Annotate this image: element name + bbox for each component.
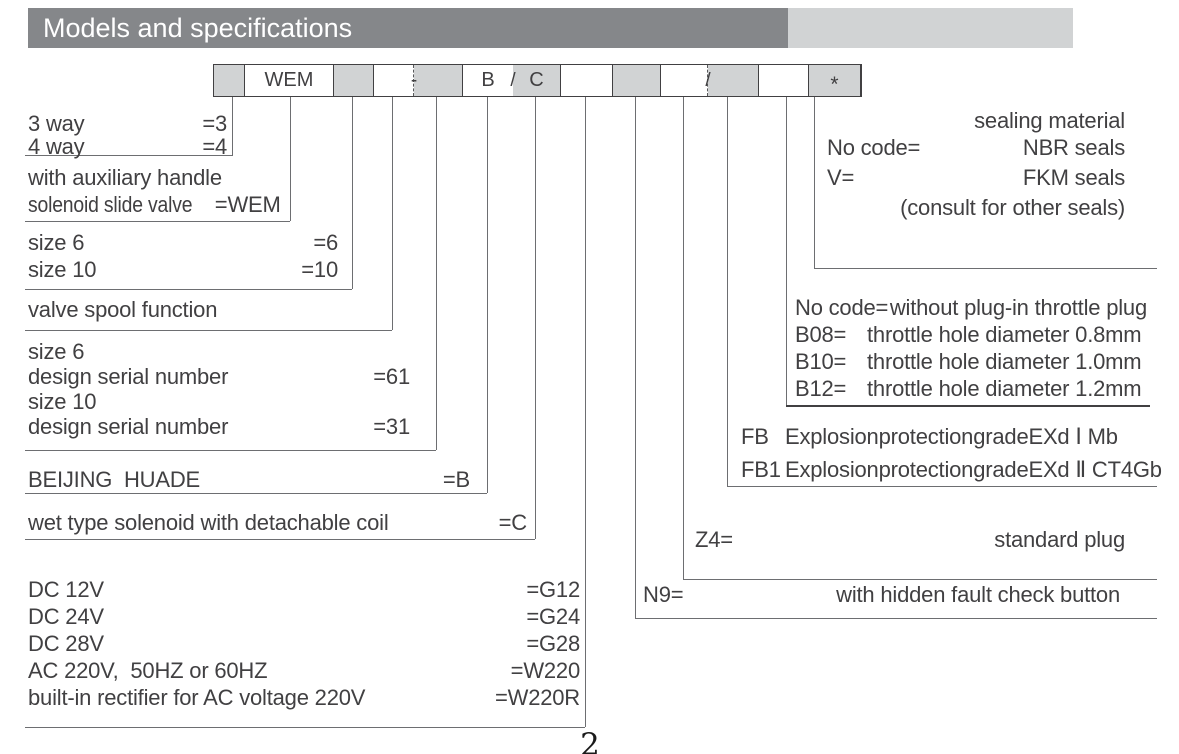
option-row: 3 way=3 [28,111,227,136]
leader-line [635,97,636,618]
model-code-row: WEM B C * - / / [213,64,862,97]
option-row: with auxiliary handle [28,165,222,190]
section-throttle: No code=without plug-in throttle plug B0… [795,297,1147,405]
slash-separator: / [705,69,711,91]
section-underline [25,493,487,494]
section-underline [25,450,436,451]
option-row: AC 220V, 50HZ or 60HZ=W220 [28,658,580,683]
section-brand: BEIJING HUADE=B [28,469,470,491]
leader-line [290,97,291,221]
option-row: No code=without plug-in throttle plug [795,295,1147,320]
leader-line [786,97,787,406]
option-row: DC 12V=G12 [28,577,580,602]
option-row: valve spool function [28,297,218,322]
leader-line [232,97,233,155]
option-row: V=FKM seals [827,165,1125,190]
code-cell-c: C [513,65,561,96]
code-cell [374,65,414,96]
option-row: solenoid slide valve=WEM [28,192,281,217]
code-cell [214,65,245,96]
code-cell [334,65,374,96]
section-spool: valve spool function [28,299,392,321]
star-mark: * [830,73,839,96]
leader-line [535,97,536,539]
header-bar-light-segment [788,8,1073,48]
section-title: sealing material [974,108,1125,133]
section-coil: wet type solenoid with detachable coil=C [28,512,527,534]
option-row: N9=with hidden fault check button [643,582,1120,607]
code-cell-b: B [481,69,495,91]
option-row: B08=throttle hole diameter 0.8mm [795,322,1142,347]
header-bar: Models and specifications [28,8,788,48]
page-title: Models and specifications [43,12,353,43]
code-cell [708,65,759,96]
option-row: design serial number=61 [28,364,410,389]
option-row: wet type solenoid with detachable coil=C [28,510,527,535]
section-serial: size 6 design serial number=61 size 10 d… [28,341,410,441]
leader-line [727,97,728,486]
section-ways: 3 way=3 4 way=4 [28,113,227,159]
section-underline [814,268,1157,269]
code-cell [561,65,613,96]
leader-line [352,97,353,289]
code-cell [759,65,809,96]
option-row: Z4=standard plug [695,527,1125,552]
section-sealing: sealing material No code=NBR seals V=FKM… [827,110,1125,219]
section-underline [25,727,585,728]
leader-line [585,97,586,727]
option-row: size 6 [28,339,85,364]
section-fault: N9=with hidden fault check button [643,584,1120,606]
option-row: No code=NBR seals [827,135,1125,160]
code-cell [613,65,661,96]
leader-line [683,97,684,579]
option-row: DC 24V=G24 [28,604,580,629]
leader-line [392,97,393,330]
code-cell-star: * [809,65,861,96]
option-row: size 10=10 [28,257,338,282]
leader-line [814,97,815,268]
section-underline [25,539,535,540]
dash-separator: - [410,69,418,91]
option-row: built-in rectifier for AC voltage 220V=W… [28,685,580,710]
page-number: 2 [580,727,600,754]
section-note: (consult for other seals) [900,195,1125,220]
section-underline [683,579,1157,580]
option-row: design serial number=31 [28,414,410,439]
option-row: B12=throttle hole diameter 1.2mm [795,376,1142,401]
section-underline [635,618,1157,619]
slash-separator: / [510,69,516,91]
code-cell [661,65,708,96]
option-row: size 6=6 [28,230,338,255]
code-cell-wem: WEM [245,65,334,96]
section-underline [25,221,290,222]
option-row: 4 way=4 [28,134,227,159]
option-row: BEIJING HUADE=B [28,467,470,492]
section-underline [786,405,1150,407]
section-handle: with auxiliary handle solenoid slide val… [28,165,281,221]
section-size: size 6=6 size 10=10 [28,232,338,286]
option-row: size 10 [28,389,97,414]
section-voltage: DC 12V=G12 DC 24V=G24 DC 28V=G28 AC 220V… [28,579,580,714]
leader-line [487,97,488,493]
section-underline [25,330,392,331]
section-underline [25,289,352,290]
section-underline [727,486,1157,487]
section-underline [25,155,233,156]
section-plug: Z4=standard plug [695,529,1125,551]
option-row: DC 28V=G28 [28,631,580,656]
code-cell [414,65,463,96]
leader-line [436,97,437,450]
option-row: B10=throttle hole diameter 1.0mm [795,349,1142,374]
